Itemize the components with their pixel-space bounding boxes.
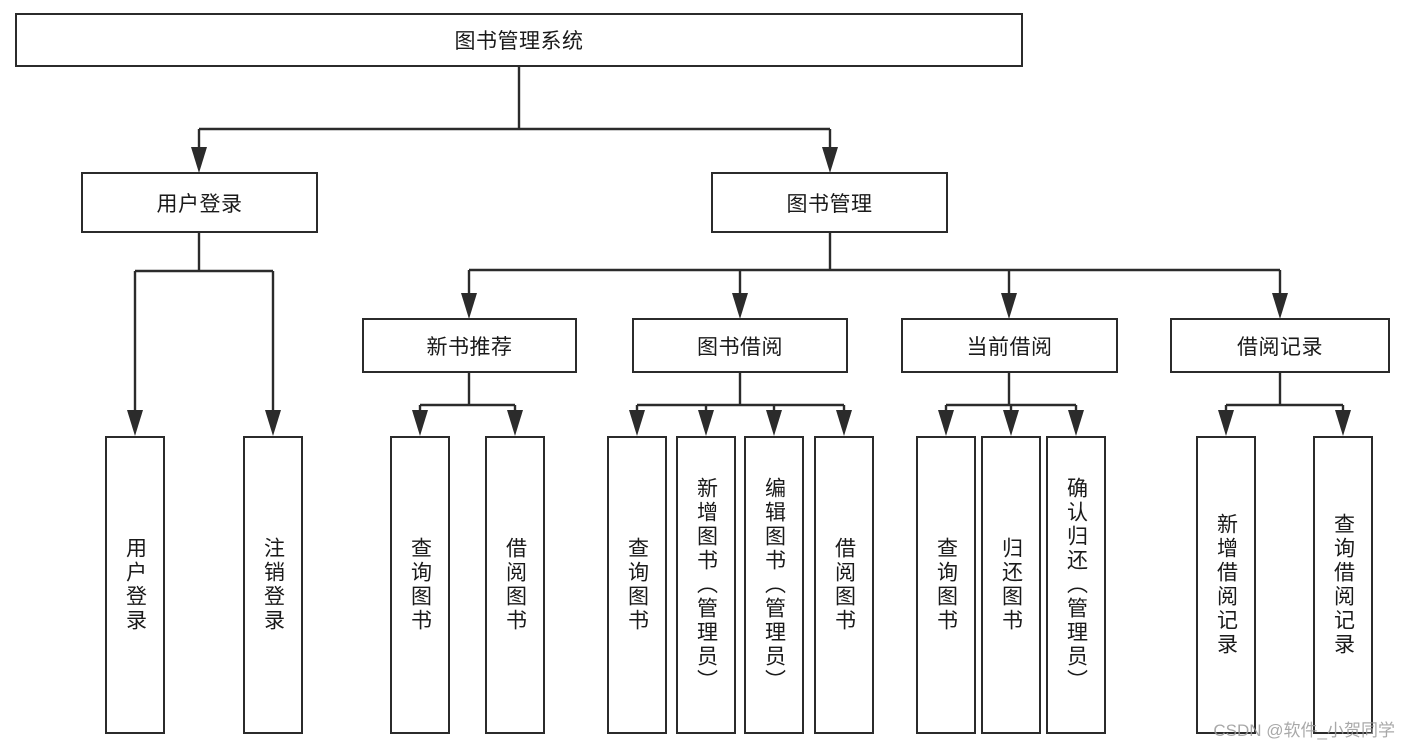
node-leaf-add-record[interactable]: 新增借阅记录	[1196, 436, 1256, 734]
node-leaf-borrow-book-1-label: 借阅图书	[503, 537, 527, 633]
watermark-text: CSDN @软件_小贺同学	[1213, 721, 1395, 740]
node-leaf-query-book-1[interactable]: 查询图书	[390, 436, 450, 734]
node-leaf-return-book[interactable]: 归还图书	[981, 436, 1041, 734]
node-leaf-user-login-label: 用户登录	[123, 537, 147, 633]
arrowhead-leaf-edit-book	[766, 410, 782, 436]
node-user-login[interactable]: 用户登录	[81, 172, 318, 233]
node-book-manage-label: 图书管理	[786, 192, 873, 216]
node-new-book-rec-label: 新书推荐	[426, 335, 513, 359]
node-user-login-label: 用户登录	[156, 192, 243, 216]
node-leaf-query-record[interactable]: 查询借阅记录	[1313, 436, 1373, 734]
node-leaf-query-book-1-label: 查询图书	[408, 537, 432, 633]
arrowhead-leaf-confirm-return	[1068, 410, 1084, 436]
node-current-borrow[interactable]: 当前借阅	[901, 318, 1118, 373]
arrowhead-leaf-user-login	[127, 410, 143, 436]
arrowhead-leaf-borrow-book-2	[836, 410, 852, 436]
node-current-borrow-label: 当前借阅	[966, 335, 1053, 359]
node-leaf-add-book-label: 新增图书（管理员）	[694, 477, 718, 693]
node-leaf-query-record-label: 查询借阅记录	[1331, 513, 1355, 657]
node-book-borrow[interactable]: 图书借阅	[632, 318, 848, 373]
node-leaf-logout-label: 注销登录	[261, 537, 285, 633]
arrowhead-leaf-add-record	[1218, 410, 1234, 436]
arrowhead-book-manage	[822, 147, 838, 173]
node-leaf-query-book-3-label: 查询图书	[934, 537, 958, 633]
node-leaf-query-book-2-label: 查询图书	[625, 537, 649, 633]
node-leaf-borrow-book-2[interactable]: 借阅图书	[814, 436, 874, 734]
arrowhead-book-borrow	[732, 293, 748, 319]
node-leaf-add-record-label: 新增借阅记录	[1214, 513, 1238, 657]
node-leaf-query-book-2[interactable]: 查询图书	[607, 436, 667, 734]
node-borrow-record-label: 借阅记录	[1237, 335, 1323, 359]
node-root-label: 图书管理系统	[454, 30, 584, 53]
node-book-borrow-label: 图书借阅	[697, 335, 783, 359]
node-leaf-add-book[interactable]: 新增图书（管理员）	[676, 436, 736, 734]
node-leaf-edit-book[interactable]: 编辑图书（管理员）	[744, 436, 804, 734]
node-root[interactable]: 图书管理系统	[15, 13, 1023, 67]
arrowhead-leaf-return-book	[1003, 410, 1019, 436]
node-leaf-logout[interactable]: 注销登录	[243, 436, 303, 734]
arrowhead-leaf-query-book-3	[938, 410, 954, 436]
node-leaf-edit-book-label: 编辑图书（管理员）	[762, 477, 786, 693]
arrowhead-leaf-query-book-2	[629, 410, 645, 436]
node-book-manage[interactable]: 图书管理	[711, 172, 948, 233]
arrowhead-leaf-add-book	[698, 410, 714, 436]
node-leaf-borrow-book-2-label: 借阅图书	[832, 537, 856, 633]
arrowhead-leaf-logout	[265, 410, 281, 436]
node-leaf-return-book-label: 归还图书	[999, 537, 1023, 633]
arrowhead-leaf-query-record	[1335, 410, 1351, 436]
arrowhead-user-login	[191, 147, 207, 173]
arrowhead-leaf-query-book-1	[412, 410, 428, 436]
arrowhead-leaf-borrow-book-1	[507, 410, 523, 436]
node-new-book-rec[interactable]: 新书推荐	[362, 318, 577, 373]
node-leaf-confirm-return-label: 确认归还（管理员）	[1064, 477, 1088, 693]
node-leaf-confirm-return[interactable]: 确认归还（管理员）	[1046, 436, 1106, 734]
arrowhead-borrow-record	[1272, 293, 1288, 319]
arrowhead-current-borrow	[1001, 293, 1017, 319]
node-leaf-query-book-3[interactable]: 查询图书	[916, 436, 976, 734]
node-leaf-user-login[interactable]: 用户登录	[105, 436, 165, 734]
node-borrow-record[interactable]: 借阅记录	[1170, 318, 1390, 373]
node-leaf-borrow-book-1[interactable]: 借阅图书	[485, 436, 545, 734]
arrowhead-new-book-rec	[461, 293, 477, 319]
